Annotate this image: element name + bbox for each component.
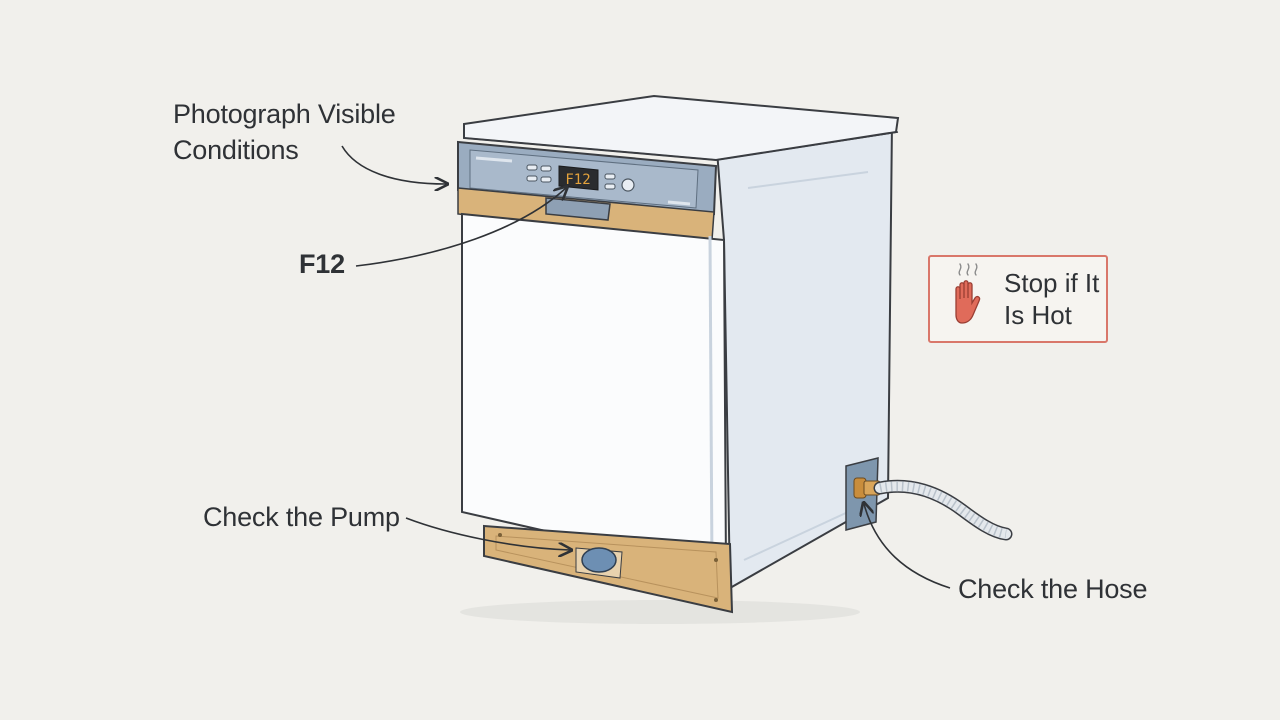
label-error-code: F12: [299, 249, 345, 279]
label-check-pump: Check the Pump: [203, 502, 400, 532]
arrow-photograph: [341, 145, 446, 184]
label-photograph-visible-conditions: Photograph Visible Conditions: [173, 96, 396, 168]
pump-cover: [581, 547, 617, 573]
label-check-hose: Check the Hose: [958, 574, 1148, 604]
kickplate-inner: [495, 535, 719, 599]
side-shading: [747, 171, 869, 189]
label-photograph-line-1: Photograph Visible: [173, 99, 396, 129]
door-edge: [708, 235, 714, 569]
label-photograph-line-2: Conditions: [173, 135, 299, 165]
digital-display: [558, 165, 599, 191]
kickplate-screws: [498, 533, 718, 602]
display-readout: F12: [565, 172, 590, 188]
panel-buttons: [526, 164, 616, 190]
hot-hand-stop-icon: [955, 263, 981, 324]
arrow-pump: [405, 517, 570, 550]
panel-indicator: [475, 156, 513, 163]
floor-shadow: [460, 600, 860, 624]
arrow-error-code: [355, 188, 566, 267]
top-edge: [463, 131, 899, 161]
drain-hose-fill: [875, 481, 1011, 539]
door-front: [461, 212, 728, 574]
warning-callout: Stop if It Is Hot: [928, 255, 1108, 343]
door-handle: [545, 197, 611, 221]
warning-text: Stop if It Is Hot: [1004, 267, 1104, 331]
power-knob: [621, 178, 635, 192]
warning-line-2: Is Hot: [1004, 300, 1072, 330]
arrow-hose: [864, 504, 951, 589]
panel-indicator-right: [667, 200, 691, 206]
warning-line-1: Stop if It: [1004, 268, 1100, 298]
